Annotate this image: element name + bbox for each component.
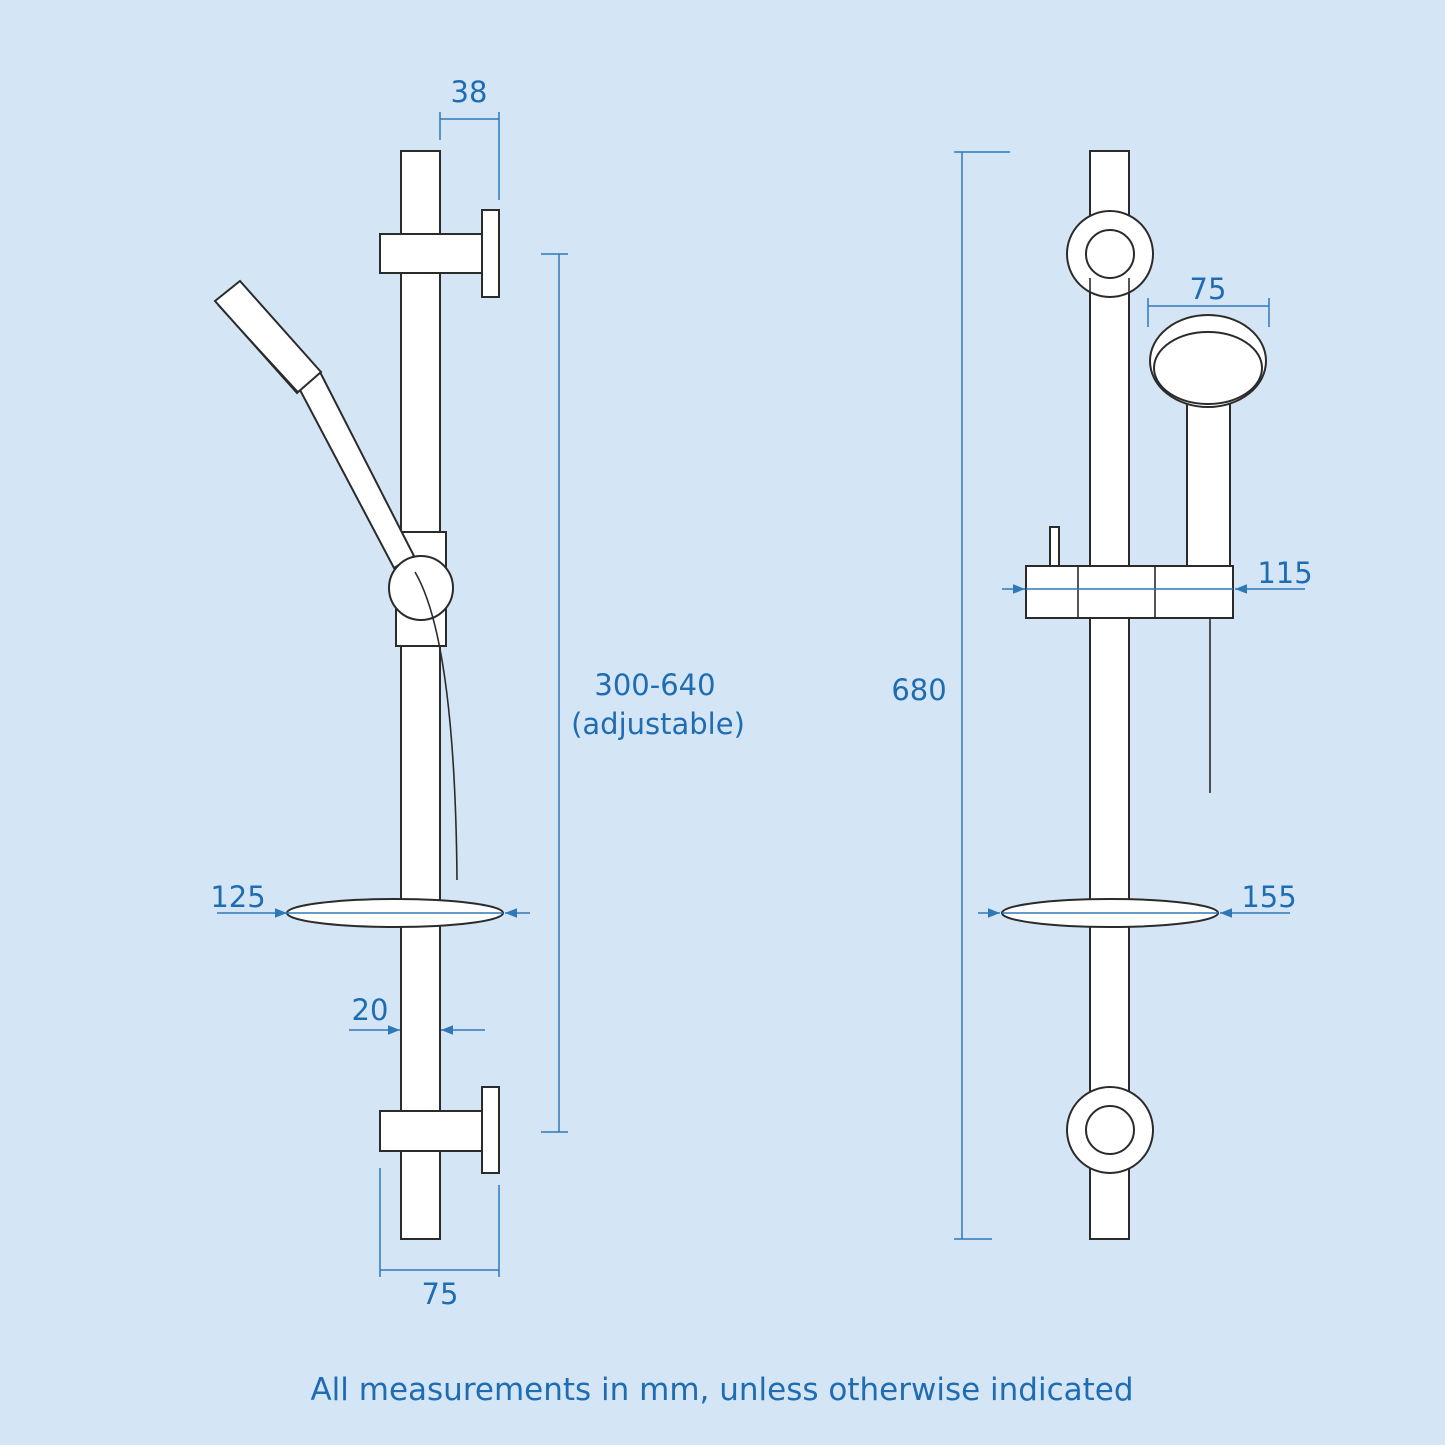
dim-label: 300-640	[594, 668, 715, 702]
dim-label: 680	[891, 673, 946, 707]
swivel-joint	[388, 555, 454, 621]
slider-block	[1025, 565, 1234, 619]
rail	[1089, 150, 1130, 1240]
dim-label: 75	[1190, 272, 1227, 306]
bottom-wall-plate	[481, 1086, 500, 1174]
dim-label: 155	[1241, 880, 1296, 914]
slider-pin	[1049, 526, 1060, 567]
handset-face	[1153, 331, 1263, 405]
dim-label: 125	[210, 880, 265, 914]
top-wall-plate	[481, 209, 500, 298]
dim-300-640: 300-640 (adjustable)	[541, 253, 745, 1133]
top-bracket-arm	[379, 233, 484, 274]
dim-125: 125	[210, 880, 530, 918]
dim-155: 155	[978, 880, 1297, 918]
dim-75-head: 75	[1147, 272, 1270, 327]
dim-label: 20	[352, 993, 389, 1027]
bottom-bracket-inner	[1085, 1105, 1135, 1155]
handset-handle	[298, 370, 416, 570]
handset-handle	[1186, 394, 1231, 568]
handset-head	[213, 279, 323, 395]
top-bracket-inner	[1085, 229, 1135, 279]
dim-680: 680	[891, 151, 1010, 1240]
hose	[414, 571, 458, 881]
bottom-bracket-arm	[379, 1110, 484, 1152]
dim-38: 38	[439, 75, 500, 200]
dim-75-bottom: 75	[379, 1168, 500, 1311]
footer-note: All measurements in mm, unless otherwise…	[310, 1372, 1133, 1408]
side-view: 38 125 20 75 300-640 (adjustable)	[210, 75, 745, 1311]
front-view: 75 115 680 155	[891, 150, 1313, 1240]
head-face-line	[217, 304, 299, 393]
dim-note: (adjustable)	[571, 707, 745, 741]
dim-label: 75	[422, 1277, 459, 1311]
rail	[400, 150, 441, 1240]
dim-label: 38	[451, 75, 488, 109]
dim-115: 115	[1002, 556, 1313, 594]
dim-20: 20	[349, 993, 485, 1035]
dim-label: 115	[1257, 556, 1312, 590]
